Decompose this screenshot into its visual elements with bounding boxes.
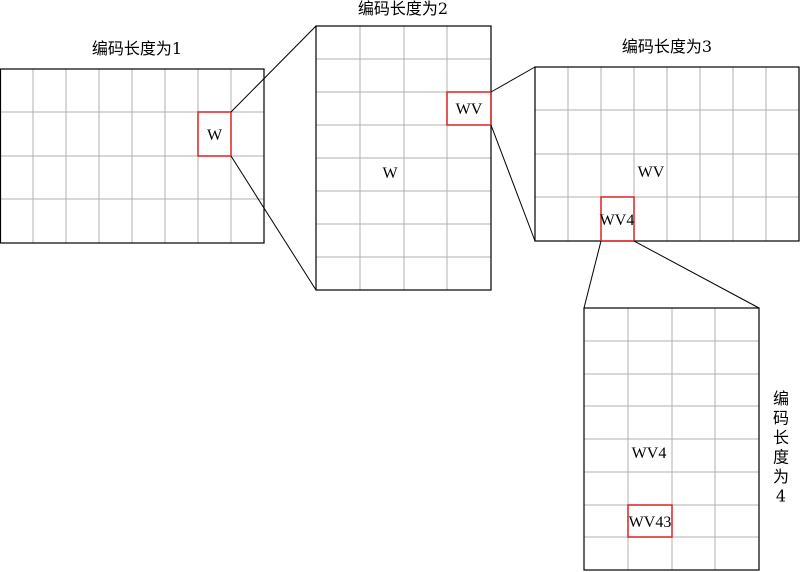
grid-3-border — [534, 66, 800, 242]
grid-1-cell-w: W — [207, 127, 223, 144]
grid-2-title: 编码长度为2 — [358, 0, 448, 18]
grid-4-cell-wv43: WV43 — [629, 514, 672, 531]
grid-3-highlight-cell — [600, 196, 635, 242]
grid-4-highlight-cell — [627, 504, 673, 538]
grid-level-2: WV W 编码长度为2 — [315, 0, 492, 291]
grid-2-center-w: W — [382, 165, 398, 182]
grid-2-cell-wv: WV — [456, 101, 483, 118]
zoom-connector-3-4 — [583, 240, 760, 309]
grid-4-title-char: 码 — [773, 409, 789, 428]
grid-4-title-char: 度 — [773, 448, 789, 467]
grid-level-3: WV WV4 编码长度为3 — [534, 37, 800, 242]
grid-4-title-char: 为 — [773, 467, 789, 486]
grid-4-center-wv4: WV4 — [632, 445, 667, 462]
grid-2-lines — [316, 26, 491, 290]
grid-2-highlight-cell — [446, 91, 492, 126]
grid-3-lines — [535, 67, 799, 241]
grid-3-center-wv: WV — [638, 164, 665, 181]
grid-level-1: W 编码长度为1 — [0, 39, 265, 244]
zoom-connector-1-2 — [230, 25, 317, 291]
grid-4-title-char: 长 — [773, 428, 789, 447]
grid-4-title-char: 编 — [773, 389, 789, 408]
grid-1-highlight-cell — [197, 111, 232, 157]
grid-4-border — [583, 307, 760, 571]
grid-4-title-char: 4 — [776, 487, 786, 506]
zoom-connector-2-3 — [490, 66, 536, 242]
grid-1-border — [0, 68, 265, 244]
grid-1-title: 编码长度为1 — [92, 39, 182, 58]
grid-3-title: 编码长度为3 — [622, 37, 712, 56]
grid-2-border — [315, 25, 492, 291]
grid-3-cell-wv4: WV4 — [600, 212, 635, 229]
